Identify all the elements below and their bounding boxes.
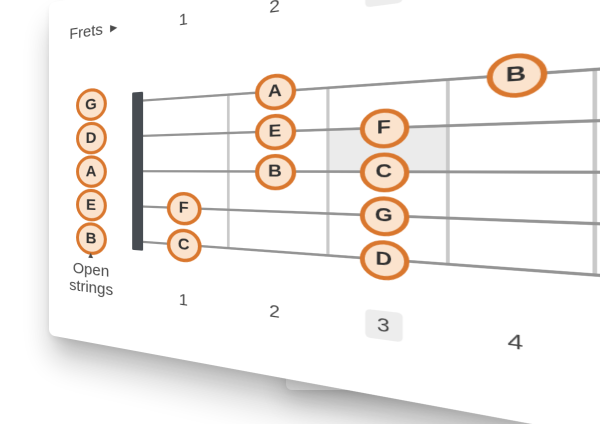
note-C[interactable]: C — [359, 151, 409, 193]
note-C[interactable]: C — [166, 227, 202, 264]
note-D[interactable]: D — [359, 238, 409, 282]
note-F[interactable]: F — [166, 191, 202, 226]
open-string-note-D[interactable]: D — [75, 120, 107, 155]
note-A[interactable]: A — [254, 71, 296, 111]
fret-number-top-3: 3 — [365, 0, 402, 8]
fret-number-bottom-2: 2 — [269, 301, 280, 322]
note-F[interactable]: F — [359, 106, 409, 149]
fretboard: 12341234GDAEBABEFBCFGCD — [49, 0, 600, 424]
nut — [132, 91, 144, 251]
fret-number-bottom-3: 3 — [365, 308, 402, 343]
note-B[interactable]: B — [485, 50, 547, 99]
note-B[interactable]: B — [254, 153, 296, 191]
note-E[interactable]: E — [254, 112, 296, 150]
fret-number-bottom-1: 1 — [178, 290, 188, 310]
fret-number-bottom-4: 4 — [507, 329, 524, 355]
open-string-note-G[interactable]: G — [75, 86, 107, 122]
open-string-note-E[interactable]: E — [75, 188, 107, 222]
naturals-fretboard-card: Frets ▶ 12341234GDAEBABEFBCFGCD ▲ Open s… — [49, 0, 600, 424]
fret-number-top-1: 1 — [178, 10, 188, 29]
open-string-note-A[interactable]: A — [75, 154, 107, 188]
note-G[interactable]: G — [359, 195, 409, 237]
fret-number-top-2: 2 — [269, 0, 280, 17]
